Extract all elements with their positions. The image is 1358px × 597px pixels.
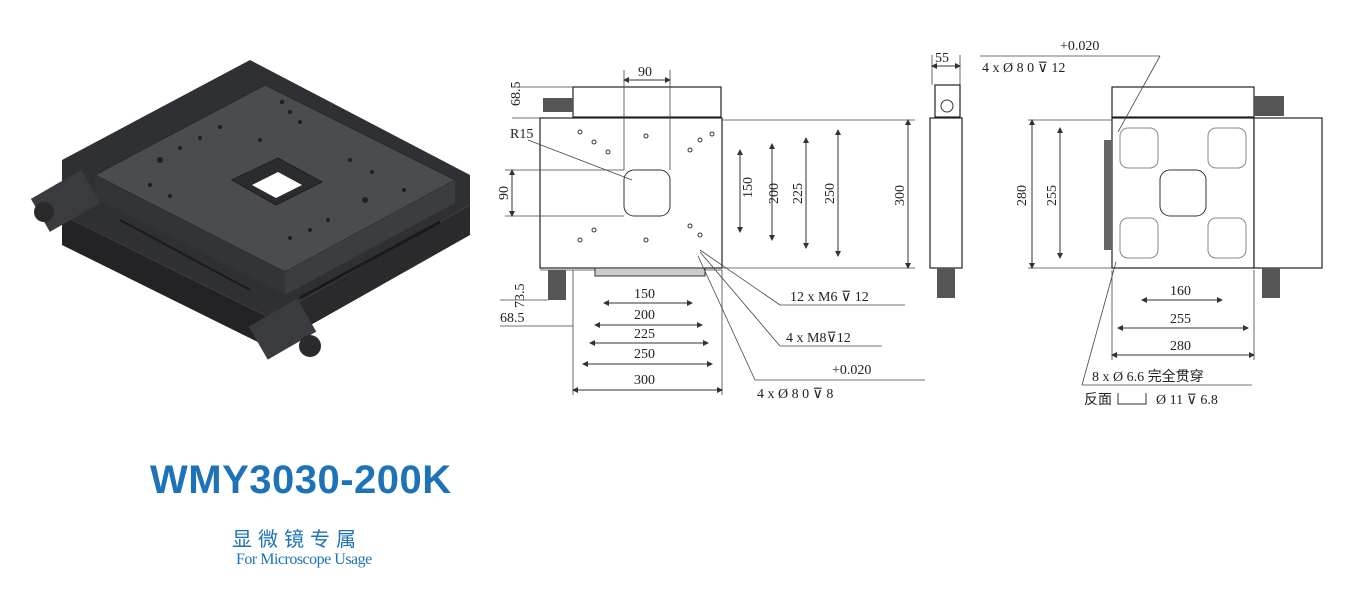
- dim-255-h: 255: [1170, 312, 1191, 327]
- dim-280-v: 280: [1015, 185, 1030, 206]
- dim-55: 55: [935, 51, 949, 66]
- dim-160: 160: [1170, 284, 1191, 299]
- note-tol-bottom: +0.020: [1060, 39, 1099, 54]
- dim-200-h: 200: [634, 308, 655, 323]
- usage-chinese: 显微镜专属: [232, 527, 362, 551]
- dim-200-v: 200: [767, 183, 782, 204]
- note-m6: 12 x M6 ⊽ 12: [790, 290, 869, 305]
- dim-255-v: 255: [1045, 185, 1060, 206]
- dim-90-left: 90: [497, 186, 512, 200]
- note-pin-front: 4 x Ø 8 0 ⊽ 8: [757, 387, 833, 402]
- note-pin-bottom: 4 x Ø 8 0 ⊽ 12: [982, 61, 1065, 76]
- dim-68-5-bottom: 68.5: [500, 311, 525, 326]
- dim-225-v: 225: [791, 183, 806, 204]
- note-thru: 8 x Ø 6.6 完全贯穿: [1092, 368, 1204, 385]
- note-m8: 4 x M8⊽12: [786, 331, 851, 346]
- dim-250-v: 250: [823, 183, 838, 204]
- dim-300-v: 300: [893, 185, 908, 206]
- note-back-prefix: 反面: [1084, 392, 1112, 408]
- dim-150-v: 150: [741, 177, 756, 198]
- usage-english: For Microscope Usage: [236, 551, 372, 568]
- dim-90-top: 90: [638, 65, 652, 80]
- model-title: WMY3030-200K: [150, 458, 452, 502]
- dim-250-h: 250: [634, 347, 655, 362]
- dim-280-h: 280: [1170, 339, 1191, 354]
- dim-150-h: 150: [634, 287, 655, 302]
- dim-68-5-top: 68.5: [509, 82, 524, 107]
- dim-300-h: 300: [634, 373, 655, 388]
- note-back: Ø 11 ⊽ 6.8: [1156, 393, 1218, 408]
- bottom-view: +0.020 4 x Ø 8 0 ⊽ 12 280 255 160 255 28…: [980, 39, 1323, 408]
- dim-r15: R15: [510, 127, 533, 142]
- note-tol-front: +0.020: [832, 363, 871, 378]
- side-view: 55: [929, 51, 963, 298]
- front-view: 90 68.5 R15 90 150 200 225 250 300 73.5 …: [497, 65, 925, 402]
- dim-225-h: 225: [634, 327, 655, 342]
- dim-73-5: 73.5: [513, 284, 528, 309]
- stage-3d-render: [30, 60, 470, 360]
